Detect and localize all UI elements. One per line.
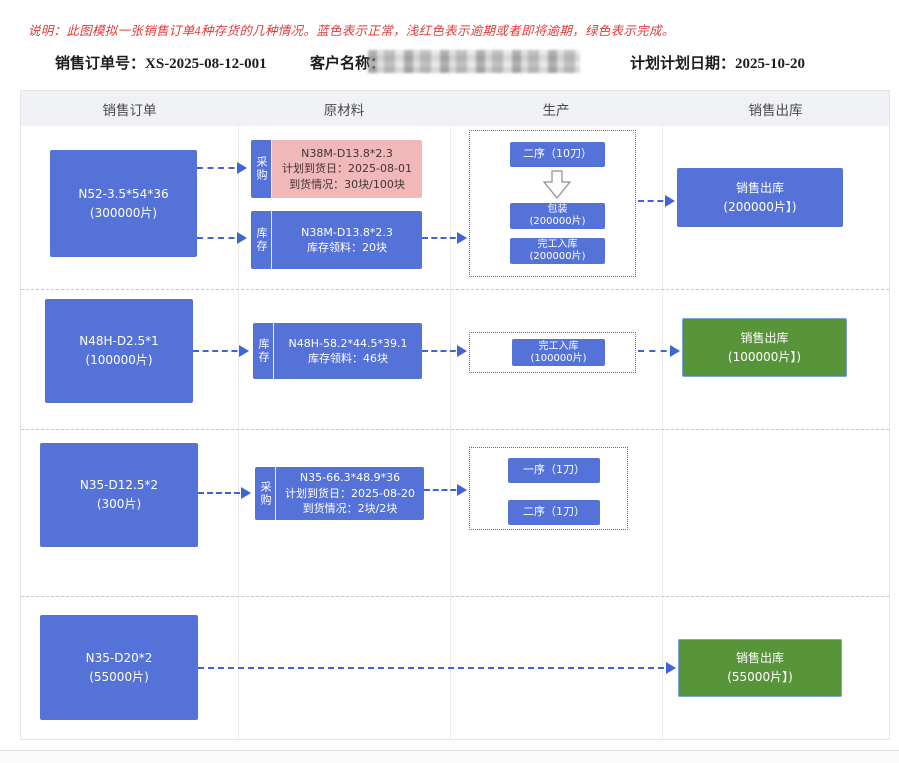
process-node: 包装 (200000片) [510, 203, 605, 229]
customer-name-label: 客户名称： [310, 56, 386, 72]
sales-order-node: N52-3.5*54*36 (300000片) [50, 150, 197, 257]
row-separator [21, 596, 889, 597]
plan-date: 计划计划日期：2025-10-20 [630, 52, 805, 73]
table-header: 销售订单 原材料 生产 销售出库 [21, 91, 889, 126]
arrival-status: 到货情况：30块/100块 [289, 177, 405, 191]
material-stock-card: 库存 N48H-58.2*44.5*39.1 库存领料：46块 [253, 323, 422, 379]
customer-name-redacted [368, 50, 580, 73]
dashed-arrow [638, 195, 675, 207]
dashed-arrow [198, 487, 251, 499]
sales-outbound-node-done: 销售出库 (100000片】) [682, 318, 847, 377]
order-qty: (300000片) [89, 205, 158, 220]
material-code: N35-66.3*48.9*36 [299, 471, 401, 485]
process-qty: (100000片) [530, 352, 587, 364]
outbound-qty: (200000片】) [723, 199, 797, 214]
sales-outbound-node-done: 销售出库 (55000片】) [678, 639, 842, 697]
material-purchase-card: 采购 N38M-D13.8*2.3 计划到货日：2025-08-01 到货情况：… [251, 140, 422, 198]
column-header-raw-material: 原材料 [323, 102, 365, 119]
process-qty: (200000片) [529, 216, 586, 227]
process-node: 完工入库 (100000片) [512, 339, 605, 366]
process-label: 完工入库 [538, 340, 579, 352]
stock-issued: 库存领料：20块 [307, 241, 387, 254]
order-number-label: 销售订单号： [55, 56, 146, 72]
stock-tab: 库存 [253, 323, 274, 379]
down-arrow-icon [543, 170, 571, 199]
bottom-strip [0, 750, 899, 763]
column-separator [238, 126, 239, 739]
stock-info: N48H-58.2*44.5*39.1 库存领料：46块 [274, 323, 422, 379]
material-code: N38M-D13.8*2.3 [301, 146, 393, 160]
process-node: 完工入库 (200000片) [510, 238, 605, 264]
column-header-sales-order: 销售订单 [102, 102, 157, 119]
row-separator [21, 289, 889, 290]
purchase-info: N35-66.3*48.9*36 计划到货日：2025-08-20 到货情况：2… [276, 467, 424, 520]
planned-arrival: 计划到货日：2025-08-20 [285, 486, 415, 500]
process-node: 一序（1刀） [508, 458, 600, 483]
dashed-arrow [422, 232, 467, 244]
purchase-tab: 采购 [255, 467, 276, 520]
outbound-label: 销售出库 [740, 330, 789, 345]
dashed-arrow [198, 662, 676, 674]
order-info-bar: 销售订单号：XS-2025-08-12-001 客户名称： 计划计划日期：202… [0, 50, 899, 74]
production-group [469, 447, 628, 530]
sales-order-node: N35-D20*2 (55000片) [40, 615, 198, 720]
order-code: N35-D12.5*2 [79, 478, 159, 493]
stock-issued: 库存领料：46块 [308, 352, 388, 365]
column-separator [662, 126, 663, 739]
process-label: 一序（1刀） [523, 463, 585, 477]
row-separator [21, 429, 889, 430]
column-header-production: 生产 [542, 102, 570, 119]
order-number: 销售订单号：XS-2025-08-12-001 [55, 52, 267, 73]
column-separator [450, 126, 451, 739]
production-group [469, 130, 636, 277]
process-label: 完工入库 [537, 239, 578, 251]
process-label: 二序（1刀） [523, 505, 585, 519]
process-label: 二序（10刀） [523, 147, 592, 161]
planned-arrival: 计划到货日：2025-08-01 [282, 162, 412, 176]
dashed-arrow [197, 162, 247, 174]
material-purchase-card: 采购 N35-66.3*48.9*36 计划到货日：2025-08-20 到货情… [255, 467, 424, 520]
order-qty: (100000片) [85, 353, 153, 367]
order-code: N35-D20*2 [85, 650, 153, 665]
order-qty: (55000片) [89, 669, 149, 684]
purchase-tab: 采购 [251, 140, 272, 198]
order-code: N52-3.5*54*36 [78, 186, 169, 201]
plan-date-value: 2025-10-20 [735, 56, 806, 72]
outbound-qty: (100000片】) [727, 349, 802, 364]
sales-outbound-node: 销售出库 (200000片】) [677, 168, 843, 227]
order-code: N48H-D2.5*1 [79, 334, 159, 349]
dashed-arrow [424, 484, 467, 496]
purchase-info-overdue: N38M-D13.8*2.3 计划到货日：2025-08-01 到货情况：30块… [272, 140, 422, 198]
column-header-sales-outbound: 销售出库 [748, 102, 803, 119]
production-group [469, 332, 636, 373]
legend-note: 说明：此图模拟一张销售订单4种存货的几种情况。蓝色表示正常，浅红色表示逾期或者即… [28, 24, 675, 38]
order-number-value: XS-2025-08-12-001 [145, 56, 267, 72]
sales-order-node: N48H-D2.5*1 (100000片) [45, 299, 193, 403]
process-label: 包装 [547, 204, 568, 216]
dashed-arrow [422, 345, 467, 357]
process-qty: (200000片) [529, 251, 586, 262]
dashed-arrow [638, 345, 680, 357]
order-qty: (300片) [96, 497, 142, 511]
outbound-label: 销售出库 [735, 651, 784, 666]
material-code: N48H-58.2*44.5*39.1 [288, 336, 408, 350]
process-node: 二序（10刀） [510, 142, 605, 167]
material-code: N38M-D13.8*2.3 [301, 225, 393, 239]
stock-info: N38M-D13.8*2.3 库存领料：20块 [272, 211, 422, 269]
process-node: 二序（1刀） [508, 500, 600, 525]
dashed-arrow [197, 232, 247, 244]
sales-order-node: N35-D12.5*2 (300片) [40, 443, 198, 547]
arrival-status: 到货情况：2块/2块 [302, 502, 398, 516]
dashed-arrow [193, 345, 249, 357]
outbound-qty: (55000片】) [727, 670, 793, 684]
material-stock-card: 库存 N38M-D13.8*2.3 库存领料：20块 [251, 211, 422, 269]
outbound-label: 销售出库 [735, 180, 784, 195]
stock-tab: 库存 [251, 211, 272, 269]
plan-date-label: 计划计划日期： [630, 56, 736, 72]
